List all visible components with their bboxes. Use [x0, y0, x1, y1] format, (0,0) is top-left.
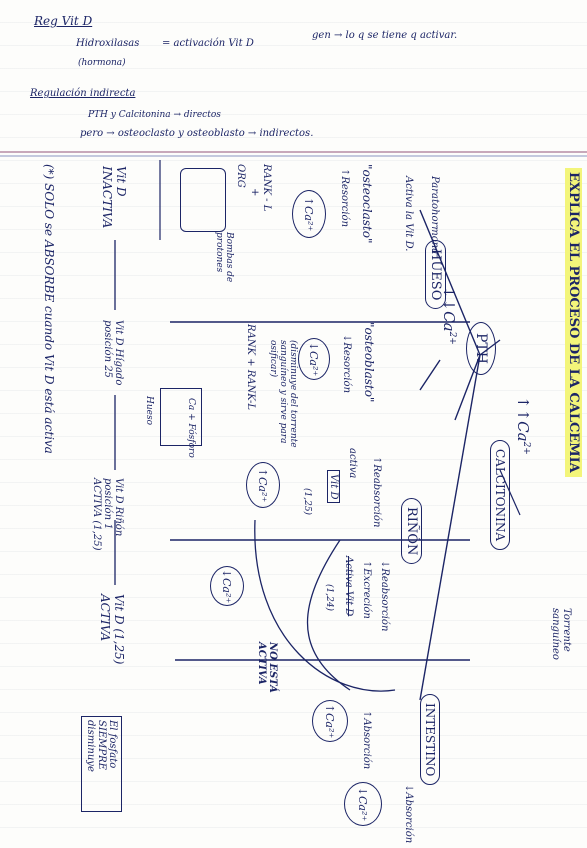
osteoblasto-label: "osteoblasto": [362, 322, 376, 403]
vitd-125-label: (1,25): [302, 488, 312, 516]
page-title: EXPLICA EL PROCESO DE LA CALCEMIA: [565, 168, 582, 477]
absorcion-up-label: ↑Absorción: [361, 710, 372, 770]
org-label: ORG: [235, 164, 246, 188]
pth-calcitonin-line: PTH y Calcitonina → directos: [88, 110, 221, 120]
bombas-label: Bombas de protones: [214, 232, 234, 283]
gene-note: gen → lo q se tiene q activar.: [312, 30, 458, 41]
parathormone-label: Paratohormona: [429, 176, 440, 255]
resorcion-down-label: ↓Resorción: [341, 334, 352, 394]
osteoblast-drawing: [160, 388, 202, 446]
rank-rankl-label: RANK + RANK-L: [245, 324, 256, 410]
solo-absorbe-note: (*) SOLO se ABSORBE cuando Vit D está ac…: [42, 164, 56, 454]
hydroxylases-label: Hidroxilasas: [76, 38, 140, 49]
plus-label: +: [249, 188, 260, 197]
ca-down-circle-hueso: ↓Ca²⁺: [298, 338, 330, 380]
vitd-activa-note: Vit D (1,25) ACTIVA: [98, 594, 126, 665]
ca-up-circle-rinon: ↑Ca²⁺: [246, 462, 280, 508]
indirect-title: Regulación indirecta: [30, 88, 136, 99]
vitd-rinon-note: Vit D Riñón posición 1 ACTIVA (1,25): [91, 478, 124, 551]
osteoclasto-label: "osteoclasto": [360, 164, 374, 244]
torrente-note: Torrente sanguíneo: [550, 608, 572, 660]
vitd-124-label: (1,24): [324, 584, 334, 612]
hormone-note: (hormona): [78, 58, 126, 68]
fosfato-box: El fosfato SIEMPRE disminuye: [81, 716, 122, 812]
vitd-higado-note: Vit D Hígado posición 25: [102, 320, 124, 386]
ca-up-circle-intestino: ↑Ca²⁺: [312, 700, 348, 742]
ca-up-label: ↑↑Ca2+: [514, 396, 532, 455]
header-notes: Reg Vit D Hidroxilasas = activación Vit …: [0, 0, 587, 150]
disminuye-note: (disminuye del torrente sanguíneo y sirv…: [268, 340, 298, 448]
reg-vitd-title: Reg Vit D: [34, 14, 93, 28]
pth-oval: PTH: [466, 322, 496, 375]
activa-strike-label: Activa Vit D: [343, 556, 354, 617]
reabsorcion-down-label: ↓Reabsorción: [379, 560, 390, 632]
no-esta-activa-label: NO ESTÁ ACTIVA: [256, 642, 278, 693]
rinon-box: RIÑÓN: [401, 498, 422, 565]
vitd-inactiva-note: Vit D INACTIVA: [100, 166, 128, 229]
calcitonin-box: CALCITONINA: [490, 440, 510, 550]
resorcion-up-label: ↑Resorción: [339, 168, 350, 228]
absorcion-down-label: ↓Absorción: [403, 784, 414, 844]
osteoclast-drawing: [180, 168, 226, 232]
activa-label: activa: [347, 448, 358, 479]
excrecion-label: ↑Excreción: [361, 560, 372, 619]
osteo-line: pero → osteoclasto y osteoblasto → indir…: [80, 128, 314, 139]
ca-down-circle-rinon: ↓Ca²⁺: [210, 566, 244, 606]
activa-vitd-label: Activa la Vit D.: [403, 176, 414, 252]
reabsorcion-up-label: ↑Reabsorción: [371, 456, 382, 528]
intestino-box: INTESTINO: [420, 694, 440, 786]
ca-up-circle-hueso: ↑Ca²⁺: [292, 190, 326, 238]
rank-l-label: RANK - L: [261, 164, 272, 212]
vitd-box: Vit D: [327, 470, 340, 504]
hueso-small-label: Hueso: [144, 396, 154, 426]
activation-label: = activación Vit D: [162, 38, 254, 49]
ca-down-circle-intestino: ↓Ca²⁺: [344, 782, 382, 826]
